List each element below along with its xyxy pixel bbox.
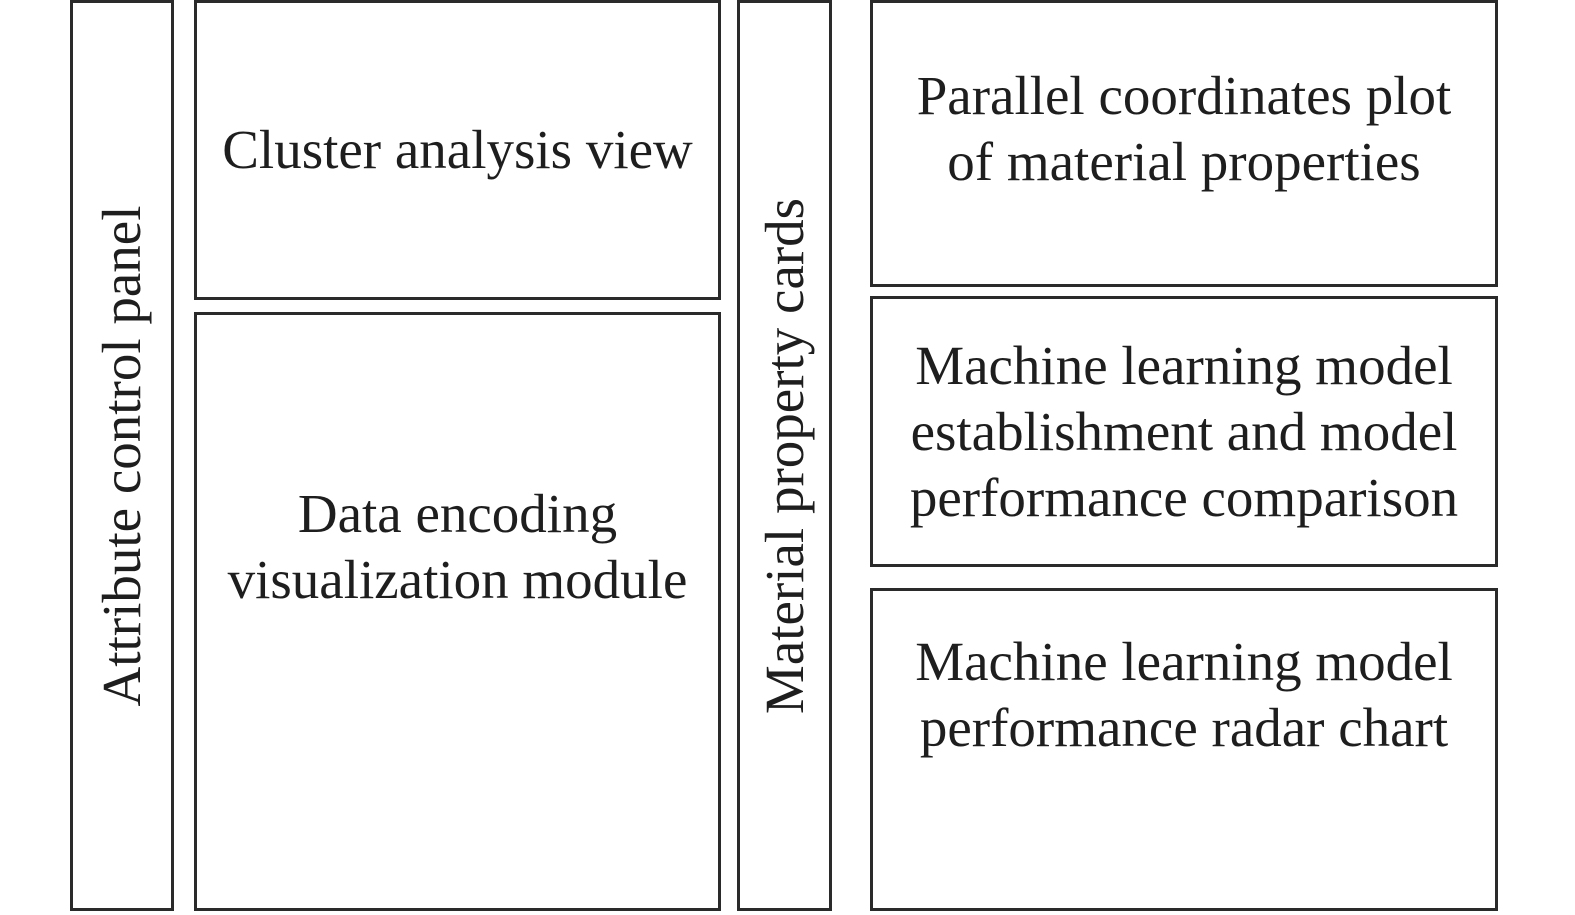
cluster-analysis-view-box: Cluster analysis view (194, 0, 721, 300)
material-property-cards-label: Material property cards (753, 197, 815, 714)
parallel-coordinates-label: Parallel coordinates plot of material pr… (916, 64, 1452, 192)
data-encoding-module-box: Data encoding visualization module (194, 312, 721, 911)
data-encoding-module-label: Data encoding visualization module (227, 482, 688, 610)
ml-model-comparison-label: Machine learning model establishment and… (909, 334, 1459, 528)
ml-radar-chart-box: Machine learning model performance radar… (870, 588, 1498, 911)
attribute-control-panel-label: Attribute control panel (91, 205, 152, 706)
parallel-coordinates-box: Parallel coordinates plot of material pr… (870, 0, 1498, 287)
ml-model-comparison-box: Machine learning model establishment and… (870, 296, 1498, 567)
material-property-cards-box: Material property cards (737, 0, 832, 911)
attribute-control-panel-box: Attribute control panel (70, 0, 174, 911)
cluster-analysis-view-label: Cluster analysis view (222, 119, 693, 180)
ml-radar-chart-label: Machine learning model performance radar… (915, 630, 1453, 758)
